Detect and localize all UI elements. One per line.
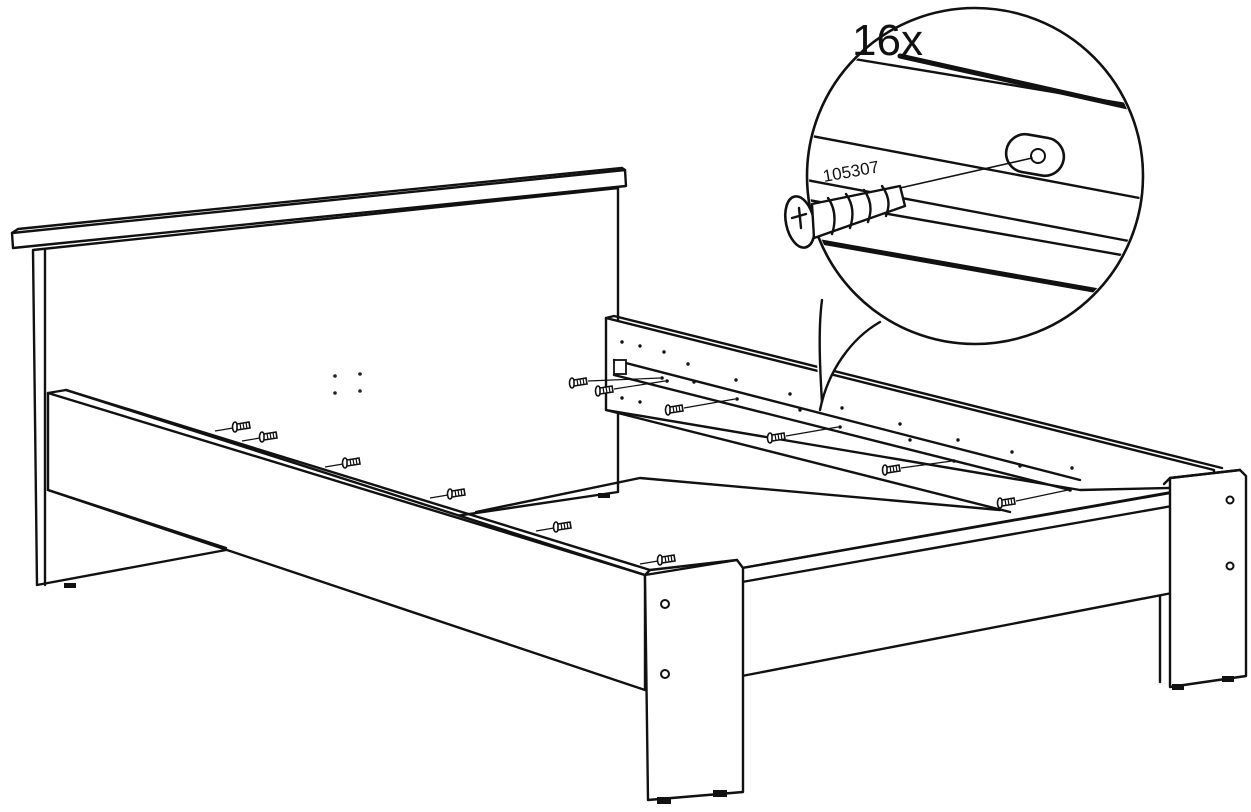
hole-mark	[898, 422, 902, 426]
footboard	[740, 484, 1212, 684]
hole-mark	[735, 397, 739, 401]
hole-mark	[686, 362, 690, 366]
inner-slat-edge	[474, 476, 1002, 514]
guide-line	[785, 426, 839, 437]
hole-mark	[638, 400, 642, 404]
hole-mark	[620, 396, 624, 400]
guide-line	[324, 463, 344, 468]
hole-mark	[952, 459, 956, 463]
small-screw-icon	[594, 385, 614, 397]
hole-mark	[638, 344, 642, 348]
small-screw-icon	[664, 404, 684, 416]
quantity-label: 16x	[852, 16, 923, 65]
guide-line	[429, 494, 449, 499]
front-left-post	[643, 558, 745, 804]
screw-icon	[783, 184, 907, 249]
small-screw-icon	[341, 457, 361, 469]
screws-group	[214, 376, 1072, 566]
guide-line	[683, 398, 736, 409]
small-screw-icon	[231, 421, 251, 433]
small-screw-icon	[881, 464, 901, 476]
hole-mark	[734, 378, 738, 382]
hole-mark	[798, 408, 802, 412]
hole-mark	[1070, 466, 1074, 470]
guide-line	[639, 560, 659, 565]
hole-mark	[838, 425, 842, 429]
guide-line	[613, 380, 666, 390]
detail-callout: 16x 105307	[783, 6, 1145, 412]
hole-mark	[1018, 464, 1022, 468]
guide-line	[587, 377, 661, 382]
small-screw-icon	[656, 554, 676, 566]
guide-line	[1015, 489, 1069, 502]
far-side-rail	[604, 314, 1224, 514]
small-screw-icon	[258, 431, 278, 443]
front-right-post	[1162, 468, 1248, 690]
guide-line	[241, 437, 261, 442]
hole-mark	[788, 392, 792, 396]
hole-mark	[1068, 488, 1072, 492]
small-screw-icon	[446, 488, 466, 500]
guide-line	[535, 527, 555, 532]
hole-mark	[840, 406, 844, 410]
hole-mark	[908, 438, 912, 442]
hole-mark	[620, 340, 624, 344]
hole-mark	[956, 438, 960, 442]
guide-line	[900, 460, 953, 469]
hole-mark	[1010, 450, 1014, 454]
guide-line	[214, 427, 234, 432]
hole-mark	[662, 350, 666, 354]
small-screw-icon	[568, 377, 588, 389]
hole-mark	[660, 376, 664, 380]
small-screw-icon	[552, 521, 572, 533]
small-screw-icon	[996, 497, 1016, 509]
hole-mark	[692, 380, 696, 384]
hole-mark	[665, 379, 669, 383]
small-screw-icon	[766, 432, 786, 444]
